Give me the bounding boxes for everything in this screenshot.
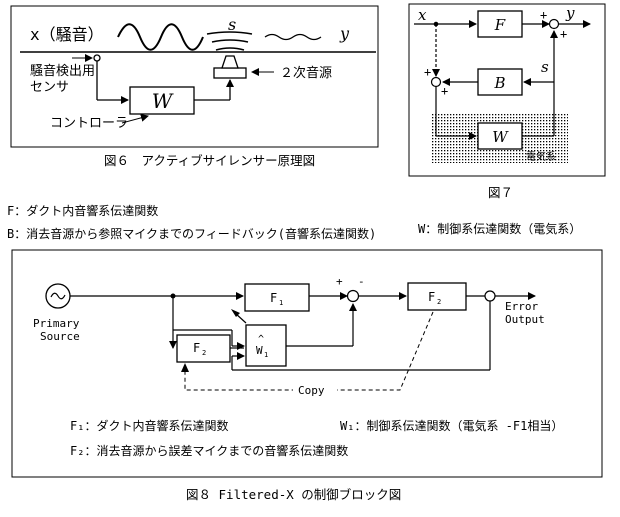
fig6-caption: 図６ アクティブサイレンサー原理図 xyxy=(104,153,315,168)
f2-block-sub: 2 xyxy=(437,298,441,306)
output-label: y xyxy=(339,24,350,43)
fig7-x-label: x xyxy=(418,6,427,24)
f2-filter-label: F xyxy=(193,341,200,355)
fig8-sum xyxy=(346,289,360,303)
fig7-plus-bottom: + xyxy=(441,84,448,98)
electric-label: 電気系 xyxy=(526,150,556,163)
b-definition: B：消去音源から参照マイクまでのフィードバック(音響系伝達関数) xyxy=(7,226,376,241)
residual-wave xyxy=(264,33,322,41)
controller-block xyxy=(129,86,195,115)
w1-block-label: W xyxy=(256,344,263,357)
copy-path xyxy=(184,311,434,391)
speaker-label: ２次音源 xyxy=(280,65,332,81)
w1-definition: W₁：制御系伝達関数（電気系 -F1相当） xyxy=(340,418,563,433)
noise-input-label: x（騒音） xyxy=(30,25,104,44)
figure-7: x y s F + + + + B W 電気系 xyxy=(408,3,606,177)
figure-6: x（騒音） s y 騒音検出用 センサ W コントローラ ２次音源 xyxy=(10,5,379,148)
fig7-frame xyxy=(408,3,606,177)
fig7-s-label: s xyxy=(541,58,549,76)
fig7-block-f-label: F xyxy=(494,16,506,34)
fig7-caption: 図７ xyxy=(488,185,513,200)
w1-hat: ^ xyxy=(258,334,264,345)
controller-block-label: W xyxy=(152,89,174,113)
fig8-caption: 図８ Filtered-X の制御ブロック図 xyxy=(186,487,401,502)
fig8-minus: - xyxy=(358,275,365,288)
f2-filter-sub: 2 xyxy=(202,349,206,357)
sensor-icon xyxy=(93,54,101,62)
f1-definition: F₁：ダクト内音響系伝達関数 xyxy=(70,418,228,433)
copy-label: Copy xyxy=(298,384,325,397)
source-wave-icon xyxy=(50,292,66,300)
fig7-plus-left: + xyxy=(424,65,431,79)
fig7-y-label: y xyxy=(565,4,575,22)
speaker-cone xyxy=(221,55,239,69)
fig7-sum-right xyxy=(548,18,560,30)
fig7-block-b-label: B xyxy=(493,74,505,92)
adapt-arrow-head xyxy=(231,309,240,317)
f2-definition: F₂：消去音源から誤差マイクまでの音響系伝達関数 xyxy=(70,443,348,458)
secondary-wave xyxy=(206,31,253,51)
primary-source-label-2: Source xyxy=(40,330,80,343)
error-output-label-1: Error xyxy=(505,300,538,313)
fig8-frame xyxy=(11,249,603,478)
fig7-block-f xyxy=(477,10,523,38)
copy-arrow-head xyxy=(181,363,189,372)
w-definition: W：制御系伝達関数（電気系） xyxy=(418,221,581,236)
controller-pointer xyxy=(121,113,149,124)
f1-block xyxy=(244,283,310,312)
figure-8: Primary Source F 1 + - F 2 Error Output … xyxy=(11,249,603,478)
speaker-icon xyxy=(213,67,247,79)
f1-block-sub: 1 xyxy=(279,299,283,307)
fig7-block-w xyxy=(477,122,523,150)
w1-block-sub: 1 xyxy=(264,351,268,359)
error-output-label-2: Output xyxy=(505,313,545,326)
f-definition: F：ダクト内音響系伝達関数 xyxy=(7,203,158,218)
fig7-plus-right: + xyxy=(560,27,567,41)
f1-block-label: F xyxy=(270,291,277,305)
copy-label-bg xyxy=(293,383,337,397)
w1-block xyxy=(245,324,287,367)
f2-block xyxy=(407,282,467,311)
fig7-sum-left xyxy=(430,76,442,88)
noise-wave xyxy=(117,23,204,51)
fig7-plus-top: + xyxy=(540,8,547,22)
f2-block-label: F xyxy=(428,290,435,304)
sensor-label-1: 騒音検出用 xyxy=(30,63,95,79)
fig6-frame xyxy=(10,5,379,148)
secondary-sound-label: s xyxy=(228,15,236,34)
sensor-label-2: センサ xyxy=(30,80,69,95)
error-sensor xyxy=(484,290,496,302)
fig8-plus: + xyxy=(336,275,343,288)
controller-label: コントローラ xyxy=(50,116,128,131)
primary-source-label-1: Primary xyxy=(33,317,80,330)
fig7-block-w-label: W xyxy=(492,128,509,146)
